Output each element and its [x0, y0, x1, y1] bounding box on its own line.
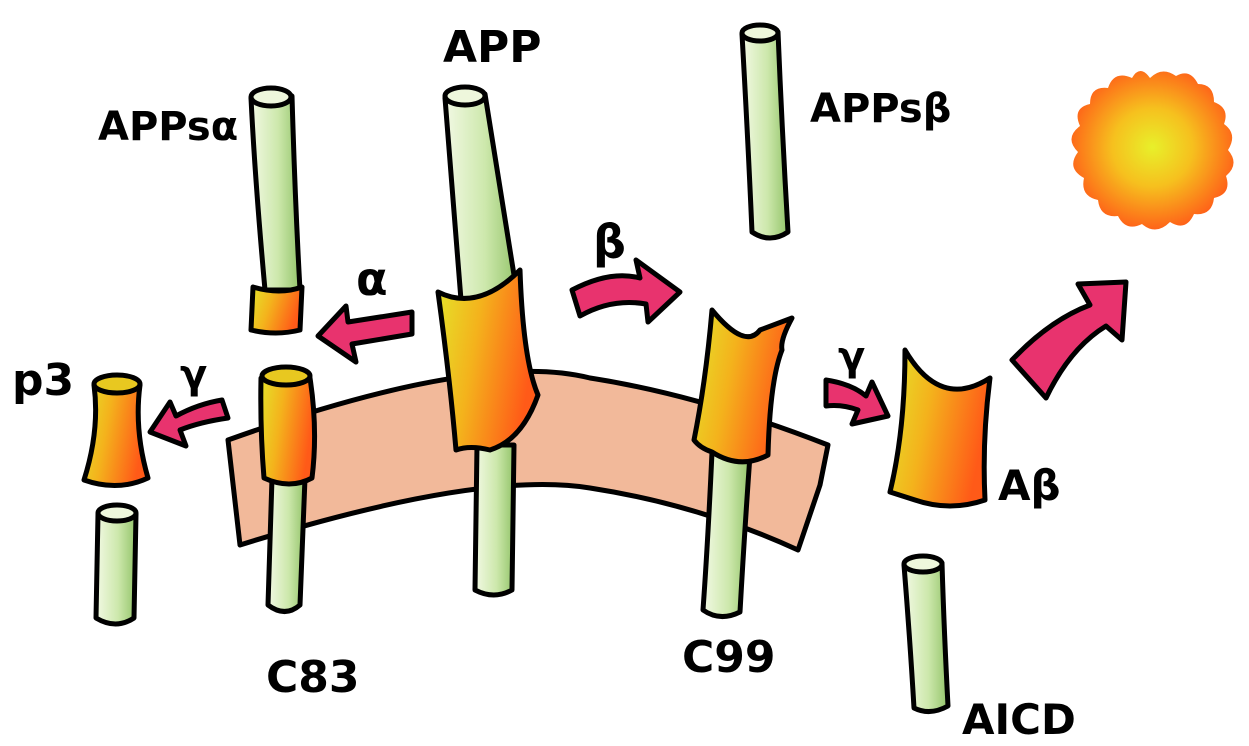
label-aicd: AICD	[962, 695, 1076, 744]
abeta-fragment	[890, 350, 990, 506]
label-alpha: α	[356, 252, 388, 306]
label-gamma-left: γ	[180, 352, 207, 398]
apps-beta-fragment	[742, 25, 788, 238]
apps-alpha-stalk	[251, 91, 300, 290]
p3-stalk-top	[98, 505, 136, 521]
label-app: APP	[443, 22, 542, 73]
p3-stalk-body	[96, 514, 136, 624]
amyloid-plaque	[1071, 71, 1233, 230]
aggregation-arrow	[1012, 282, 1126, 398]
apps-beta-stalk	[742, 32, 788, 238]
label-abeta: Aβ	[998, 461, 1061, 510]
app-upper-stalk	[445, 91, 518, 300]
label-apps-beta: APPsβ	[810, 86, 951, 132]
label-p3: p3	[12, 355, 74, 406]
app-protein	[438, 87, 538, 595]
c83-domain-top	[262, 367, 310, 385]
p3-cleaved-stalk	[96, 505, 136, 624]
app-lower-stalk	[475, 445, 514, 595]
abeta-domain	[890, 350, 990, 506]
c83-stalk	[268, 478, 305, 612]
label-c99: C99	[682, 632, 776, 683]
alpha-secretase-arrow	[318, 306, 412, 362]
p3-fragment	[84, 375, 148, 486]
apps-alpha-stalk-top	[251, 88, 291, 106]
c99-stalk	[703, 452, 750, 617]
aicd-stalk	[904, 563, 948, 712]
label-gamma-right: γ	[838, 334, 865, 380]
p3-domain-top	[94, 375, 140, 393]
gamma-secretase-right-arrow	[826, 380, 888, 424]
label-beta: β	[593, 215, 626, 269]
apps-alpha-fragment	[251, 88, 302, 333]
aicd-fragment	[904, 556, 948, 712]
beta-secretase-arrow	[572, 260, 680, 322]
aicd-stalk-top	[904, 556, 942, 572]
app-stalk-top	[445, 87, 485, 105]
app-transmembrane-domain	[438, 270, 538, 450]
apps-alpha-domain	[251, 287, 302, 333]
label-apps-alpha: APPsα	[98, 104, 238, 150]
label-c83: C83	[266, 652, 360, 703]
gamma-secretase-left-arrow	[150, 400, 228, 446]
apps-beta-stalk-top	[742, 25, 778, 41]
